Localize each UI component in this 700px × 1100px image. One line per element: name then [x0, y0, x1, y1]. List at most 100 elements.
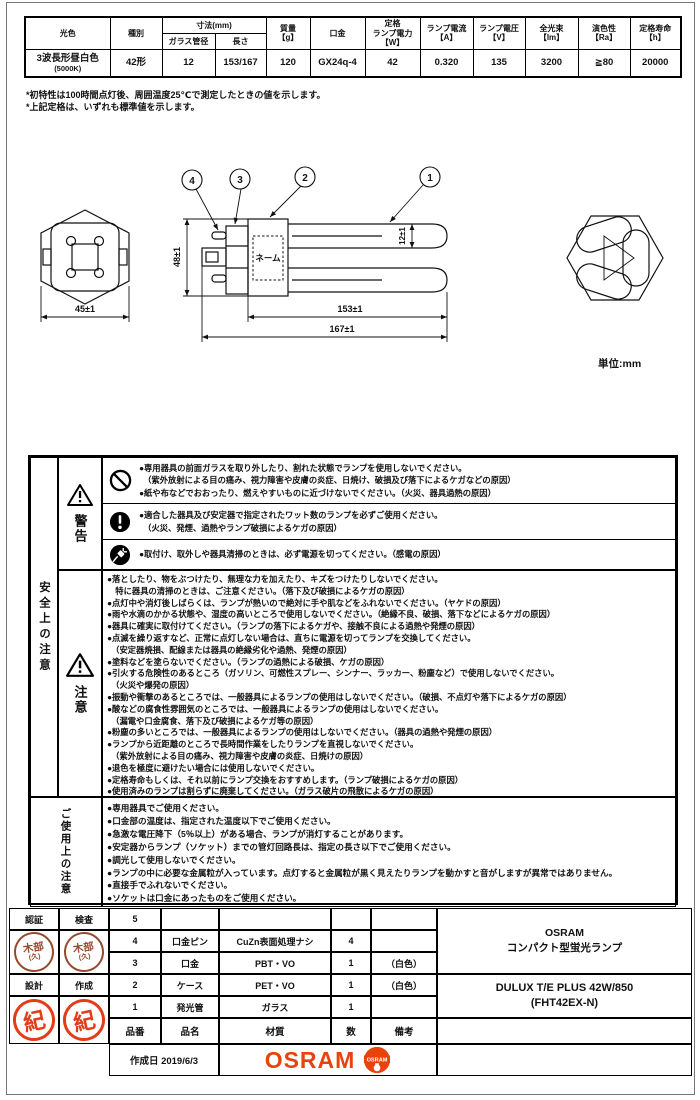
- product-category: コンパクト型蛍光ランプ: [506, 942, 623, 954]
- inspect-label: 検査: [59, 908, 109, 930]
- design-label: 設計: [9, 974, 59, 996]
- dim-153-label: 153±1: [338, 304, 363, 314]
- caution-line: ●点滅を繰り返すなど、正常に点灯しない場合は、直ちに電源を切ってランプを交換して…: [107, 632, 476, 643]
- spec-header-base: 口金: [309, 16, 366, 50]
- part-no: 1: [109, 996, 161, 1018]
- caution-line: ●振動や衝撃のあるところでは、一般器具によるランプの使用はしないでください。（破…: [107, 691, 572, 702]
- spec-header-current-line2: 【A】: [435, 33, 458, 43]
- part-name: 口金: [161, 952, 219, 974]
- part-qty: 1: [331, 952, 371, 974]
- spec-value-light-color: 3波長形昼白色 (5000K): [24, 48, 111, 78]
- warning-lines: ●取付け、取外しや器具清掃のときは、必ず電源を切ってください。（感電の原因）: [137, 545, 675, 563]
- spec-value-cri: ≧80: [577, 48, 631, 78]
- svg-text:OSRAM: OSRAM: [367, 1057, 388, 1063]
- spec-value-light-color-line1: 3波長形昼白色: [36, 52, 99, 64]
- warning-row: ●適合した器具及び安定器で指定されたワット数のランプを必ずご使用ください。 （火…: [103, 504, 675, 540]
- spec-value-current: 0.320: [419, 48, 474, 78]
- empty-cell: [437, 1044, 692, 1076]
- warning-line: ●適合した器具及び安定器で指定されたワット数のランプを必ずご使用ください。: [139, 510, 443, 521]
- warning-triangle-icon: [67, 484, 93, 506]
- name-area-label: ネーム: [255, 253, 281, 263]
- part-material: PBT・VO: [219, 952, 331, 974]
- warning-line: ●専用器具の前面ガラスを取り外したり、割れた状態でランプを使用しないでください。: [139, 463, 467, 474]
- dim-45-label: 45±1: [75, 304, 95, 314]
- part-no: 4: [109, 930, 161, 952]
- warning-icon-box: [103, 511, 137, 533]
- spec-header-mass-line1: 質量: [280, 23, 296, 33]
- usage-line: ●安定器からランプ（ソケット）までの管灯回路長は、指定の長さ以下でご使用ください…: [107, 841, 456, 852]
- footnotes: *初特性は100時間点灯後、周囲温度25℃で測定したときの値を示します。 *上記…: [26, 90, 326, 113]
- hanko-stamp-sub: (久): [78, 952, 92, 962]
- warning-label-text: 警告: [72, 514, 88, 544]
- product-title-cell: OSRAM コンパクト型蛍光ランプ: [437, 908, 692, 974]
- warning-icon-box: [103, 544, 137, 566]
- part-material: [219, 908, 331, 930]
- warning-lines: ●適合した器具及び安定器で指定されたワット数のランプを必ずご使用ください。 （火…: [137, 506, 675, 536]
- lamp-technical-drawing: 45±1 ネーム 48±1 12±1 153±1 167±1: [40, 166, 664, 370]
- inspect-stamp-cell: 木部 (久): [59, 929, 109, 975]
- callout-3: 3: [237, 175, 243, 186]
- usage-line: ●直接手でふれないでください。: [107, 880, 233, 891]
- cert-label: 認証: [9, 908, 59, 930]
- part-note: [371, 908, 437, 930]
- hanko-stamp: 木部 (久): [11, 929, 57, 975]
- spec-header-voltage-line1: ランプ電圧: [479, 23, 519, 33]
- spec-header-flux-line2: 【lm】: [538, 33, 565, 43]
- spec-value-glass-diameter: 12: [161, 48, 216, 78]
- spec-header-cri-line1: 演色性: [592, 23, 616, 33]
- spec-header-life-line1: 定格寿命: [639, 23, 672, 33]
- caution-line: ●退色を極度に避けたい場合には使用しないでください。: [107, 762, 320, 773]
- callout-4: 4: [189, 176, 195, 187]
- spec-value-base: GX24q-4: [309, 48, 366, 78]
- unit-label: 単位:mm: [598, 357, 641, 370]
- warning-line: （火災、発煙、過熱やランプ破損によるケガの原因）: [139, 522, 342, 533]
- mandatory-icon: [109, 511, 131, 532]
- part-no: 2: [109, 974, 161, 996]
- product-name-cell: DULUX T/E PLUS 42W/850 (FHT42EX-N): [437, 974, 692, 1018]
- warning-row: ●専用器具の前面ガラスを取り外したり、割れた状態でランプを使用しないでください。…: [103, 458, 675, 504]
- caution-section-label: 注意: [58, 570, 102, 797]
- caution-line: ●器具に確実に取付けてください。（ランプの落下によるケガや、接触不良による過熱や…: [107, 621, 480, 632]
- caution-line: （火災や爆発の原因）: [107, 680, 195, 691]
- spec-value-type: 42形: [109, 48, 163, 78]
- part-no: 5: [109, 908, 161, 930]
- warning-section-label: 警告: [58, 457, 102, 570]
- caution-line: ●雨や水滴のかかる状態や、湿度の高いところで使用しないでください。（絶縁不良、破…: [107, 609, 556, 620]
- usage-content: ●専用器具でご使用ください。 ●口金部の温度は、指定された温度以下でご使用くださ…: [102, 797, 676, 907]
- spec-header-power-line1: 定格: [384, 19, 401, 28]
- warning-line: ●紙や布などでおおったり、燃えやすいものに近づけないでください。（火災、器具過熱…: [139, 487, 496, 498]
- warning-line: （紫外放射による目の痛み、視力障害や皮膚の炎症、日焼け、破損及び落下によるケガな…: [139, 475, 516, 486]
- spec-header-flux: 全光束 【lm】: [524, 16, 579, 50]
- part-name: 口金ピン: [161, 930, 219, 952]
- part-note: （白色）: [371, 974, 437, 996]
- spec-header-length: 長さ: [214, 32, 267, 50]
- caution-line: ●点灯中や消灯後しばらくは、ランプが熱いので絶対に手や肌などをふれないでください…: [107, 597, 506, 608]
- part-material: CuZn表面処理ナシ: [219, 930, 331, 952]
- parts-header-note: 備考: [371, 1018, 437, 1044]
- spec-header-light-color: 光色: [24, 16, 111, 50]
- part-qty: [331, 908, 371, 930]
- callout-1: 1: [427, 173, 433, 184]
- base-end-view: [40, 209, 130, 305]
- safety-notes-table: 安全上の注意 警告 ●専用器具の前面ガラスを取り外したり、割れた状態でランプを使…: [28, 455, 678, 907]
- usage-line: ●急激な電圧降下（5％以上）がある場合、ランプが消灯することがあります。: [107, 828, 409, 839]
- part-note: [371, 996, 437, 1018]
- footnote-line: *初特性は100時間点灯後、周囲温度25℃で測定したときの値を示します。: [26, 90, 326, 100]
- spec-header-power: 定格 ランプ電力 【W】: [364, 16, 421, 50]
- spec-header-current: ランプ電流 【A】: [419, 16, 474, 50]
- spec-header-flux-line1: 全光束: [539, 23, 564, 33]
- safety-side-label: 安全上の注意: [30, 457, 58, 797]
- part-name: [161, 908, 219, 930]
- spec-value-power: 42: [364, 48, 421, 78]
- dim-153-167-lines: [201, 266, 448, 342]
- part-qty: 1: [331, 974, 371, 996]
- warning-lines: ●専用器具の前面ガラスを取り外したり、割れた状態でランプを使用しないでください。…: [137, 459, 675, 502]
- dim-167-label: 167±1: [330, 324, 355, 334]
- dim-12-label: 12±1: [398, 227, 407, 245]
- footnote-line: *上記定格は、いずれも標準値を示します。: [26, 101, 200, 112]
- caution-content: ●落としたり、物をぶつけたり、無理な力を加えたり、キズをつけたりしないでください…: [102, 570, 676, 797]
- hanko-stamp-red: 紀: [59, 995, 109, 1045]
- parts-header-name: 品名: [161, 1018, 219, 1044]
- spec-header-mass-line2: 【g】: [277, 33, 299, 43]
- design-stamp-cell: 紀: [9, 995, 59, 1045]
